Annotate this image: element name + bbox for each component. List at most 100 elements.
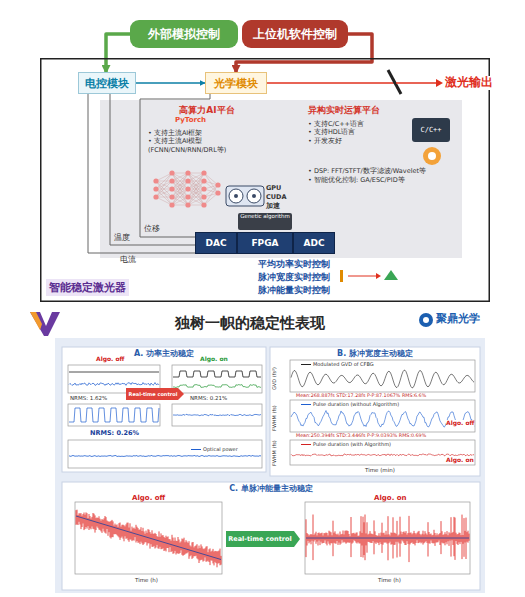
network-neuron (201, 178, 206, 183)
control-box: 外部模拟控制 (130, 20, 238, 48)
network-neuron (201, 202, 206, 207)
pulse-trace (291, 411, 474, 428)
gpu-icon (226, 186, 264, 206)
panel-b (270, 347, 480, 476)
connector (106, 34, 130, 72)
node-text: 电控模块 (85, 76, 129, 91)
network-neuron (153, 194, 158, 199)
legend-entry: Pulse duration (with Algorithm) (300, 441, 392, 447)
control-box: 上位机软件控制 (242, 20, 348, 48)
legend-line (301, 364, 311, 365)
text-label: Algo. on (446, 457, 474, 464)
network-neuron (169, 186, 174, 191)
power-trace (69, 455, 261, 457)
panel-a (62, 347, 266, 472)
control-trace (69, 372, 159, 373)
node-text: 上位机软件控制 (253, 26, 337, 43)
network-neuron (185, 178, 190, 183)
node-text: 光学模块 (214, 76, 258, 91)
node-text: • 支持主流AI框架 (148, 129, 266, 137)
node-text: C. 单脉冲能量主动稳定 (229, 483, 313, 494)
node-text: 异构实时运算平台 (308, 104, 458, 117)
network-neuron (169, 194, 174, 199)
network-neuron (153, 178, 158, 183)
text-label: Algo. off (446, 420, 474, 427)
text-label: GPU (266, 185, 281, 192)
compute-panel (100, 100, 462, 258)
legend-entry: Optical power (190, 446, 239, 452)
text-label: 脉冲宽度实时控制 (258, 272, 330, 282)
text-label: 聚鼎光学 (436, 313, 480, 326)
node-text: • 智能优化控制: GA/ESC/PID等 (308, 176, 458, 184)
results-ground (55, 338, 485, 593)
text-label: Algo. on (200, 356, 228, 363)
node-text: 智能稳定激光器 (46, 279, 129, 296)
laser-output-line (396, 82, 436, 84)
network-neuron (201, 194, 206, 199)
legend-line (191, 449, 201, 450)
pulse-trace (291, 454, 474, 456)
legend-text: Pulse duration (without Algorithm) (313, 401, 399, 407)
text-label: FWHM (fs) (272, 440, 278, 466)
text-label: CUDA (266, 194, 286, 201)
text-label: Algo. on (374, 494, 407, 502)
result-panel: C. 单脉冲能量主动稳定 Real-time control (62, 482, 480, 590)
module-box: 光学模块 (205, 72, 267, 94)
node-text: FPGA (251, 238, 278, 248)
network-neuron (215, 182, 220, 187)
energy-trace (306, 515, 469, 563)
plot-frames (68, 360, 475, 574)
node-text: A. 功率主动稳定 (134, 348, 194, 359)
edge-label: 温度 (114, 233, 130, 242)
hardware-block: ADC (293, 232, 335, 254)
control-arrow: Real-time control (226, 531, 300, 547)
text-label: 脉冲能量实时控制 (258, 285, 330, 295)
panel-c (62, 482, 480, 590)
node-text: 外部模拟控制 (148, 26, 220, 43)
brain-icon (423, 147, 441, 165)
legend-entry: Pulse duration (without Algorithm) (300, 401, 400, 407)
power-trace (69, 408, 159, 422)
node-text: Real-time control (228, 535, 291, 543)
text-label: NRMS: 1.62% (70, 395, 107, 401)
ai-platform: 高算力AI平台 • 支持主流AI框架• 支持主流AI模型(FCNN/CNN/RNN… (148, 104, 266, 160)
text-label: 平均功率实时控制 (258, 259, 330, 269)
code-icon: C/C++ (412, 118, 450, 142)
network-neuron (185, 194, 190, 199)
text-label: Algo. off (96, 356, 124, 363)
node-text: Real-time control (129, 391, 178, 397)
legend-text: Modulated GVD of CFBG (313, 361, 374, 367)
network-links (156, 173, 218, 205)
legend-entry: Modulated GVD of CFBG (300, 361, 375, 367)
power-trace (69, 383, 159, 386)
text-label: FWHM (fs) (272, 405, 278, 431)
text-label: Mean:250.394fs STD:3.446fs P-P:9.0393% R… (296, 433, 426, 439)
legend-line (301, 444, 311, 445)
control-trace (173, 371, 261, 377)
trend-line (306, 538, 469, 539)
connector (140, 94, 210, 237)
text-label: Genetic algorithm (240, 214, 290, 220)
network-neuron (169, 170, 174, 175)
control-icons (340, 270, 398, 282)
text-label: 加速 (266, 203, 280, 210)
text-label: Mean:268.887fs STD:17.28fs P-P:87.1067% … (296, 393, 426, 399)
legend-text: Pulse duration (with Algorithm) (313, 441, 391, 447)
node-text: • 支持主流AI模型(FCNN/CNN/RNN/DRL等) (148, 137, 266, 154)
network-neuron (215, 190, 220, 195)
text-label: Time (min) (365, 467, 395, 473)
text-label: 激光输出 (444, 76, 494, 90)
legend-text: Optical power (203, 446, 238, 452)
network-neuron (153, 186, 158, 191)
module-box: 电控模块 (78, 72, 136, 94)
node-text: DAC (205, 238, 226, 248)
node-text: 高算力AI平台 (148, 104, 266, 117)
node-text: B. 脉冲宽度主动稳定 (337, 348, 413, 359)
page-title: 独树一帜的稳定性表现 (70, 315, 430, 332)
laser-beam (267, 82, 394, 84)
arrow-shape (126, 388, 184, 400)
legend-line (301, 404, 311, 405)
network-neuron (169, 202, 174, 207)
brand-logo (30, 312, 433, 336)
text-label: GVD (fs²) (272, 367, 278, 390)
